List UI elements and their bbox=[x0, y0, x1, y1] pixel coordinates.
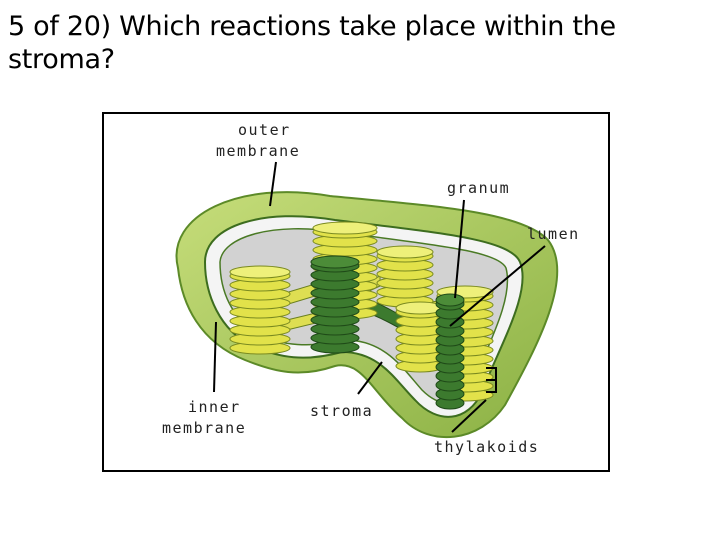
thylakoid-disc-top bbox=[230, 266, 290, 278]
label-inner-line2: membrane bbox=[162, 419, 246, 437]
label-lumen: lumen bbox=[527, 225, 580, 243]
label-thylakoids: thylakoids bbox=[434, 438, 539, 456]
label-stroma: stroma bbox=[310, 402, 373, 420]
granum-stack bbox=[311, 256, 359, 353]
granum-stack bbox=[230, 266, 290, 354]
granum-stack bbox=[436, 294, 464, 409]
label-granum: granum bbox=[447, 179, 510, 197]
thylakoid-disc-top bbox=[311, 256, 359, 268]
thylakoid-disc-top bbox=[313, 222, 377, 234]
thylakoid-disc-top bbox=[436, 294, 464, 306]
label-inner-line1: inner bbox=[188, 398, 241, 416]
label-outer-line2: membrane bbox=[216, 142, 300, 160]
thylakoid-disc-top bbox=[377, 246, 433, 258]
granum-stack bbox=[377, 246, 433, 307]
label-outer-line1: outer bbox=[238, 121, 291, 139]
